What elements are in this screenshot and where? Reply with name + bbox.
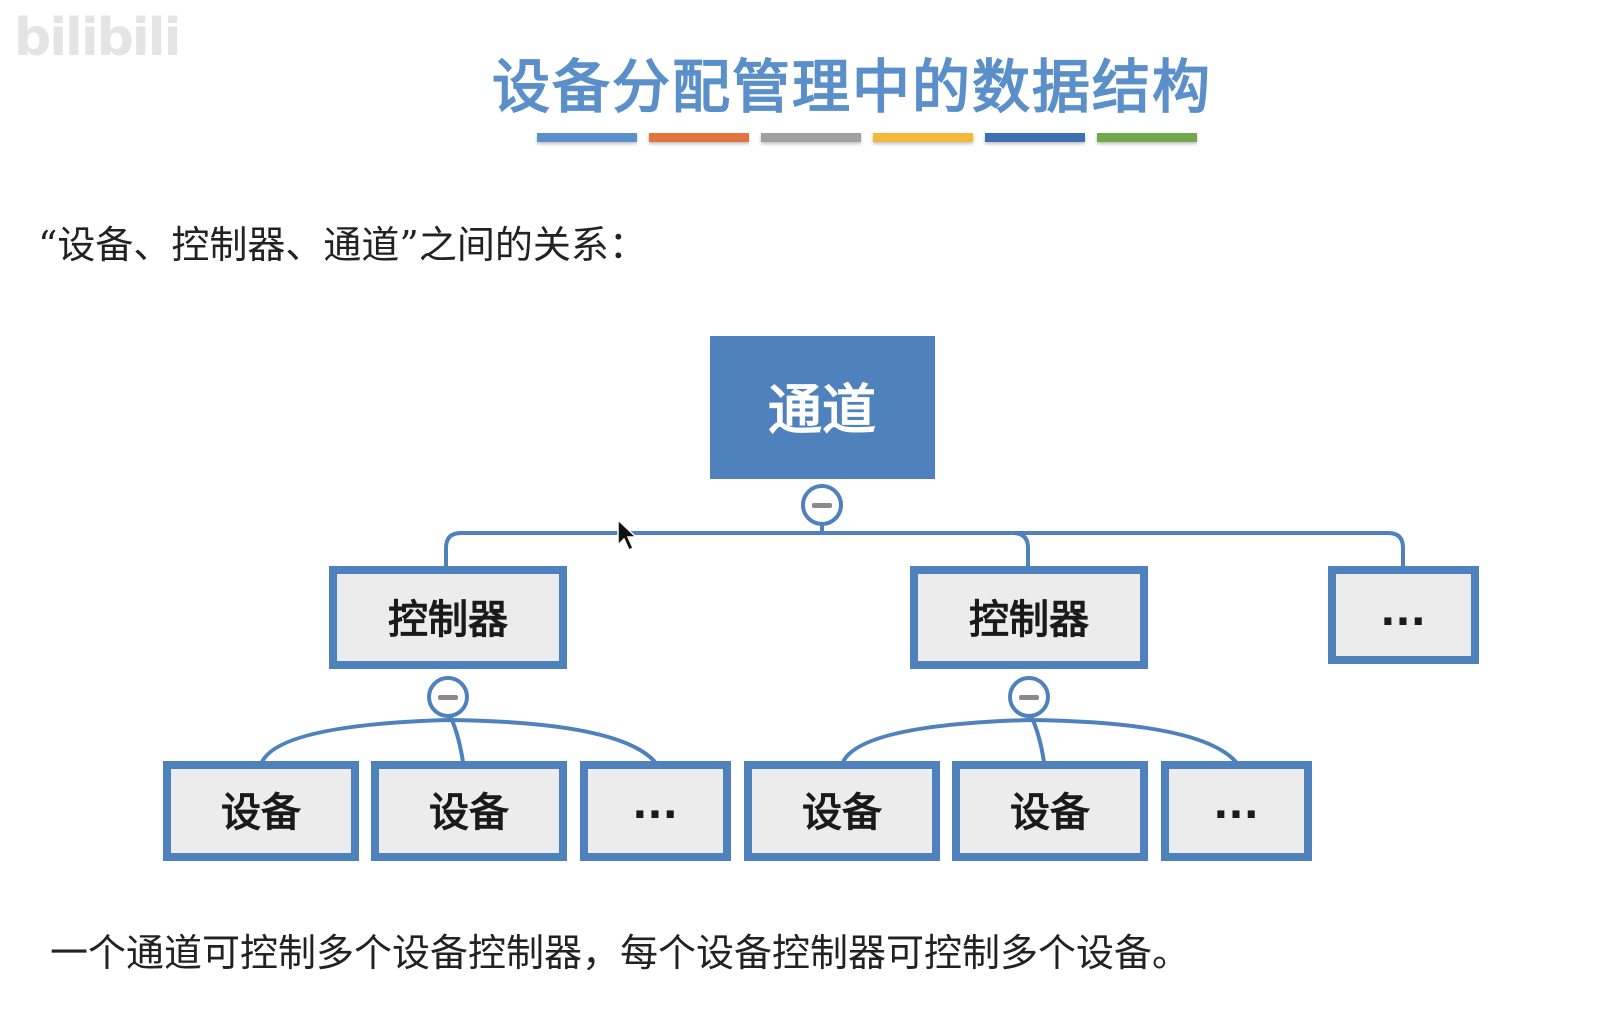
color-bar-segment [985, 133, 1085, 142]
controller-label: 控制器 [969, 597, 1090, 643]
root-collapse-icon[interactable] [801, 484, 843, 526]
controller-box [910, 566, 1148, 669]
connector-line [841, 717, 1238, 764]
root-node-channel[interactable]: 通道 [710, 336, 935, 479]
mouse-cursor-icon [617, 518, 638, 552]
color-bar-segment [537, 133, 637, 142]
controller-label: 控制器 [388, 597, 509, 643]
device-label: 设备 [1010, 790, 1091, 836]
connector-line [444, 531, 1405, 568]
color-bar-segment [873, 133, 973, 142]
device-node-more[interactable]: ... [1161, 761, 1312, 861]
device-box [371, 761, 567, 861]
device-label: ... [632, 782, 678, 828]
controller-node[interactable]: 控制器 [329, 566, 567, 669]
controller-collapse-icon[interactable] [427, 676, 469, 718]
device-box [580, 761, 731, 861]
page-title: 设备分配管理中的数据结构 [491, 53, 1212, 121]
controller-box [1328, 566, 1479, 664]
device-node-more[interactable]: ... [580, 761, 731, 861]
root-connectors [444, 500, 1405, 568]
connector-line [1012, 531, 1030, 568]
device-node[interactable]: 设备 [744, 761, 940, 861]
color-bar-segment [649, 133, 749, 142]
watermark-logo: bilibili [14, 8, 181, 68]
title-color-bar [537, 133, 1197, 142]
connector-line [260, 717, 657, 764]
device-label: ... [1213, 782, 1259, 828]
summary-text: 一个通道可控制多个设备控制器，每个设备控制器可控制多个设备。 [50, 931, 1191, 975]
device-node[interactable]: 设备 [163, 761, 359, 861]
controller-node-more[interactable]: ... [1328, 566, 1479, 664]
device-node[interactable]: 设备 [371, 761, 567, 861]
device-box [952, 761, 1148, 861]
color-bar-segment [1097, 133, 1197, 142]
root-node-box [710, 336, 935, 479]
device-box [1161, 761, 1312, 861]
controller-node[interactable]: 控制器 [910, 566, 1148, 669]
relation-heading: “设备、控制器、通道”之间的关系： [38, 223, 647, 267]
controller-label: ... [1380, 589, 1426, 635]
device-label: 设备 [802, 790, 883, 836]
controller-collapse-icon[interactable] [1008, 676, 1050, 718]
device-box [163, 761, 359, 861]
root-node-label: 通道 [768, 379, 876, 442]
controller-connectors [260, 711, 1238, 764]
device-node[interactable]: 设备 [952, 761, 1148, 861]
device-label: 设备 [221, 790, 302, 836]
device-box [744, 761, 940, 861]
device-label: 设备 [429, 790, 510, 836]
controller-box [329, 566, 567, 669]
color-bar-segment [761, 133, 861, 142]
